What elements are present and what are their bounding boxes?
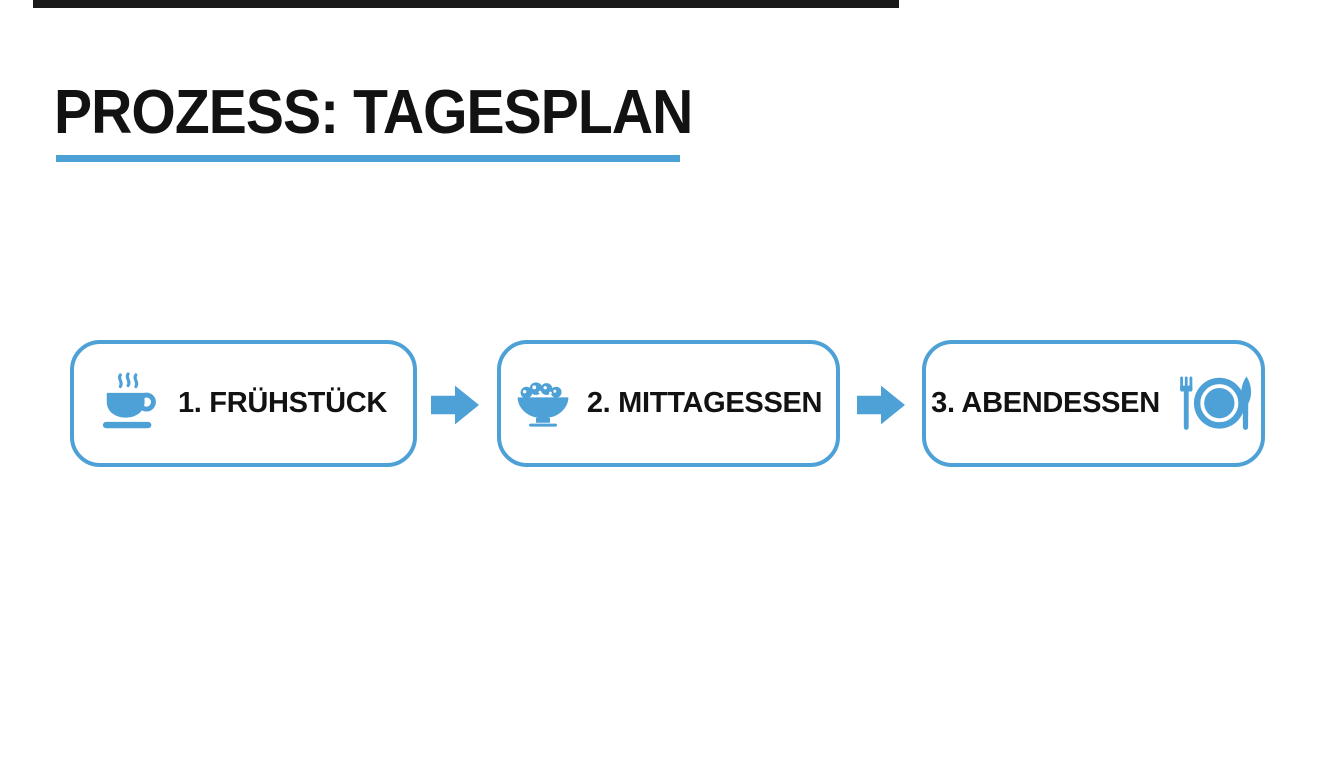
salad-bowl-icon [515,377,571,430]
step-label: 3. ABENDESSEN [931,387,1160,419]
process-step-abendessen: 3. ABENDESSEN [922,340,1265,467]
process-step-mittagessen: 2. MITTAGESSEN [497,340,840,467]
step-label: 2. MITTAGESSEN [586,387,823,419]
title-underline [56,155,680,162]
step-label: 1. FRÜHSTÜCK [177,387,388,419]
process-step-fruehstueck: 1. FRÜHSTÜCK [70,340,417,467]
dinner-plate-icon [1176,369,1256,439]
page-title: PROZESS: TAGESPLAN [54,78,693,147]
top-edge-bar [33,0,899,8]
right-arrow-icon [431,385,479,425]
right-arrow-icon [857,385,905,425]
coffee-cup-icon [100,371,162,436]
